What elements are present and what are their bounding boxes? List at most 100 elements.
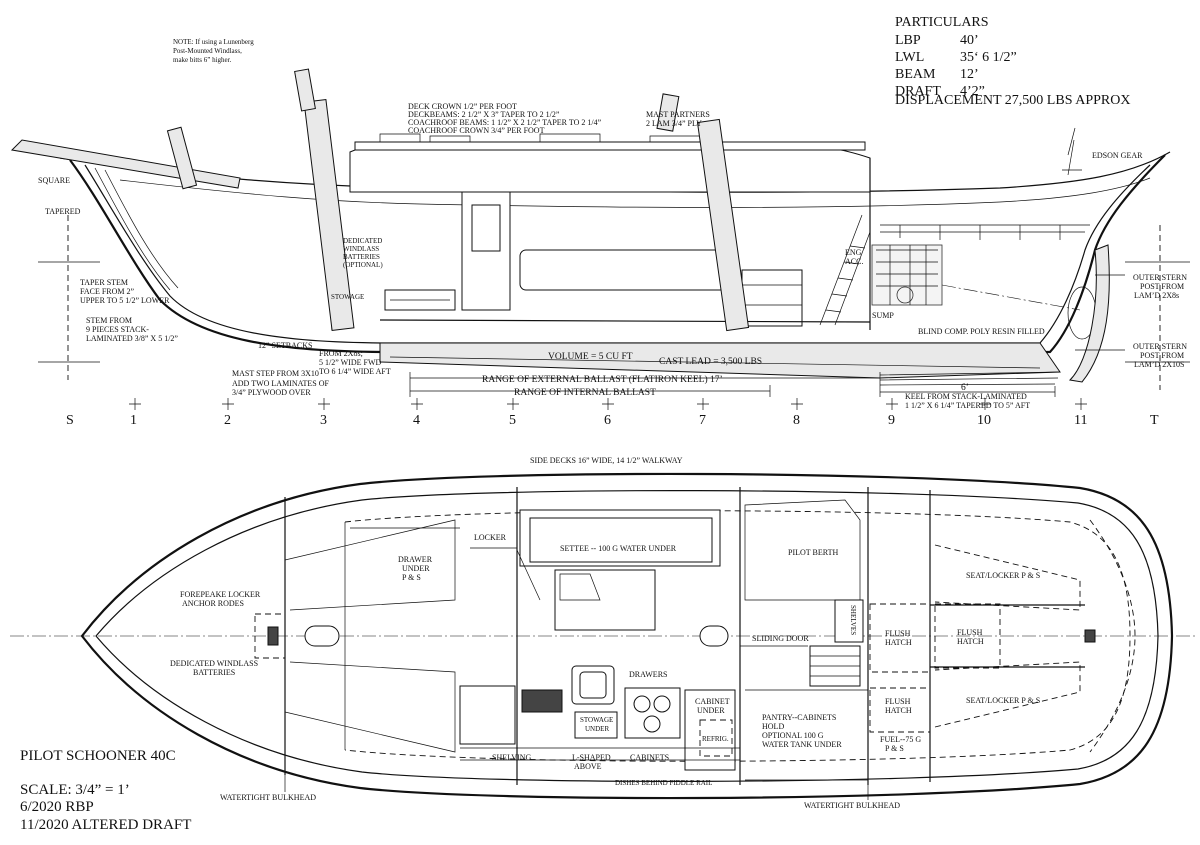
windlass-batteries-1: DEDICATED <box>343 237 382 245</box>
bulkhead-label-1: WATERTIGHT BULKHEAD <box>220 793 316 802</box>
rail-line <box>119 177 1151 208</box>
stowage-under-1: STOWAGE <box>580 716 613 724</box>
station-5: 5 <box>509 413 516 428</box>
stowage-under-box <box>574 711 618 739</box>
station-4: 4 <box>413 413 420 428</box>
eng-acc-2: ACC. <box>845 257 863 266</box>
seat-locker-2: SEAT/LOCKER P & S <box>966 696 1040 705</box>
burner-1 <box>633 695 651 713</box>
head-compartment <box>459 685 516 745</box>
fuel-1: FUEL--75 G <box>880 735 921 744</box>
mainmast-plan <box>699 625 729 647</box>
deck-note-2: DECKBEAMS: 2 1/2” X 3” TAPER TO 2 1/2” <box>408 110 560 119</box>
pilot-berth <box>744 499 861 601</box>
vberth-port <box>284 519 456 611</box>
coachroof <box>349 146 871 193</box>
particulars-draft-value: 4’2” <box>960 84 985 99</box>
transom-lines <box>1089 519 1136 753</box>
stem-laminates <box>94 167 179 291</box>
outer-stern-b-1: OUTER STERN <box>1133 342 1187 351</box>
plan-labels: SIDE DECKS 16” WIDE, 14 1/2” WALKWAY FOR… <box>170 456 1040 810</box>
station-10: 10 <box>977 413 991 428</box>
volume-label: VOLUME = 5 CU FT <box>548 352 633 362</box>
drawer-under-box <box>344 522 460 750</box>
settee-label: SETTEE -- 100 G WATER UNDER <box>560 544 677 553</box>
internal-ballast-label: RANGE OF INTERNAL BALLAST <box>514 388 656 398</box>
flush-hatch-1 <box>869 603 931 673</box>
shelves-box <box>834 599 864 643</box>
setbacks-label: 12” SETBACKS <box>258 341 312 350</box>
outer-stern-a-1: OUTER STERN <box>1133 273 1187 282</box>
station-3: 3 <box>320 413 327 428</box>
keel-ballast <box>379 342 1061 379</box>
windlass-battery-box <box>254 613 286 659</box>
foremast <box>303 98 355 332</box>
deck-note-3: COACHROOF BEAMS: 1 1/2” X 2 1/2” TAPER T… <box>408 118 602 127</box>
mast-partners-1: MAST PARTNERS <box>646 110 710 119</box>
wheel-post <box>1062 127 1082 176</box>
from-2x8-2: 5 1/2” WIDE FWD <box>319 358 382 367</box>
door-window <box>471 204 501 252</box>
profile-view <box>10 68 1190 410</box>
particulars-lbp-value: 40’ <box>960 33 979 48</box>
bitts <box>166 126 198 190</box>
station-11: 11 <box>1074 413 1087 428</box>
coachroof-beam <box>354 141 866 151</box>
particulars-heading: PARTICULARS <box>895 15 989 30</box>
keel-6-label: 6’ <box>961 383 969 393</box>
mast-step-2: ADD TWO LAMINATES OF <box>232 379 330 388</box>
companion-ladder <box>819 214 871 326</box>
note-windlass-2: Post-Mounted Windlass, <box>173 47 242 55</box>
taper-stem-3: UPPER TO 5 1/2” LOWER <box>80 296 170 305</box>
steps-lines <box>810 655 860 677</box>
stowage-label: STOWAGE <box>331 293 364 301</box>
burner-2 <box>653 695 671 713</box>
sliding-door-label: SLIDING DOOR <box>752 634 809 643</box>
side-decks-label: SIDE DECKS 16” WIDE, 14 1/2” WALKWAY <box>530 456 683 465</box>
mast-partners-2: 2 LAM 3/4” PLY <box>646 119 702 128</box>
windlass-batteries-2: WINDLASS <box>343 245 379 253</box>
l-shaped-2: ABOVE <box>574 762 602 771</box>
keel-note-1: KEEL FROM STACK-LAMINATED <box>905 392 1027 401</box>
stowage-under-2: UNDER <box>585 725 609 733</box>
particulars-draft-label: DRAFT <box>895 84 941 99</box>
particulars-block: PARTICULARS LBP 40’ LWL 35‘ 6 1/2” BEAM … <box>895 15 1130 108</box>
plan-view <box>10 472 1195 800</box>
settee-cushion <box>529 517 713 563</box>
blind-comp-label: BLIND COMP. POLY RESIN FILLED <box>918 327 1045 336</box>
pantry-4: WATER TANK UNDER <box>762 740 842 749</box>
rudder-post <box>1068 244 1110 383</box>
leader-lines <box>1075 274 1125 351</box>
shelving-label: SHELVING <box>492 753 531 762</box>
l-shaped-1: L-SHAPED <box>572 753 611 762</box>
seat-locker-stbd <box>934 661 1081 728</box>
particulars-displacement: DISPLACEMENT 27,500 LBS APPROX <box>895 93 1130 108</box>
stove <box>624 687 681 739</box>
prop-shaft-line <box>941 284 1081 311</box>
windlass-batteries-4: (OPTIONAL) <box>343 261 383 269</box>
locker-door <box>470 547 541 601</box>
forepeak-2: ANCHOR RODES <box>182 599 244 608</box>
perpendicular-marks <box>38 215 1190 390</box>
flush-hatch-a-2: HATCH <box>885 638 912 647</box>
drawer-under-3: P & S <box>402 573 421 582</box>
station-8: 8 <box>793 413 800 428</box>
outer-stern-a-3: LAM’D 2X8s <box>1134 291 1179 300</box>
aft-mast-stub <box>656 93 680 132</box>
mast-step-1: MAST STEP FROM 3X10 <box>232 369 319 378</box>
note-windlass-3: make bitts 6” higher. <box>173 56 232 64</box>
fuel-tank-dash <box>869 687 931 733</box>
outer-stern-a-2: POST FROM <box>1140 282 1184 291</box>
particulars-beam-value: 12’ <box>960 67 979 82</box>
station-S: S <box>66 413 74 428</box>
flush-hatch-c-1: FLUSH <box>885 697 911 706</box>
vberth-stbd <box>284 661 456 753</box>
mast-step-3: 3/4” PLYWOOD OVER <box>232 388 311 397</box>
flush-hatch-c-2: HATCH <box>885 706 912 715</box>
pantry-box <box>745 689 868 781</box>
rudder-post-plan <box>1084 629 1096 643</box>
dishes-label: DISHES BEHIND FIDDLE RAIL <box>615 779 712 787</box>
cabin-sole <box>379 319 871 323</box>
station-7: 7 <box>699 413 706 428</box>
particulars-lwl-value: 35‘ 6 1/2” <box>960 50 1017 65</box>
